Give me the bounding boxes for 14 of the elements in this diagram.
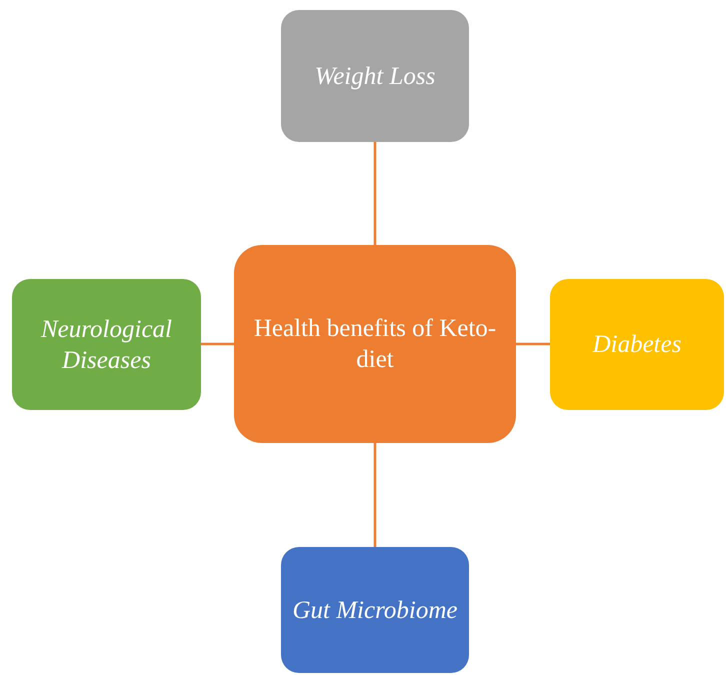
node-label: Diabetes (592, 330, 682, 360)
connector-line (516, 342, 550, 346)
benefit-box (281, 547, 469, 673)
connector-line (374, 142, 376, 245)
node-label: Health benefits of Keto-diet (252, 314, 498, 375)
benefit-box (281, 10, 469, 142)
benefit-box (550, 279, 724, 410)
node-label: Gut Microbiome (292, 596, 458, 626)
benefit-box (12, 279, 201, 410)
connector-line (374, 443, 376, 547)
central-topic-box (234, 245, 516, 443)
node-label: Neurological Diseases (40, 314, 173, 376)
node-label: Weight Loss (314, 62, 436, 92)
connector-line (201, 342, 234, 346)
